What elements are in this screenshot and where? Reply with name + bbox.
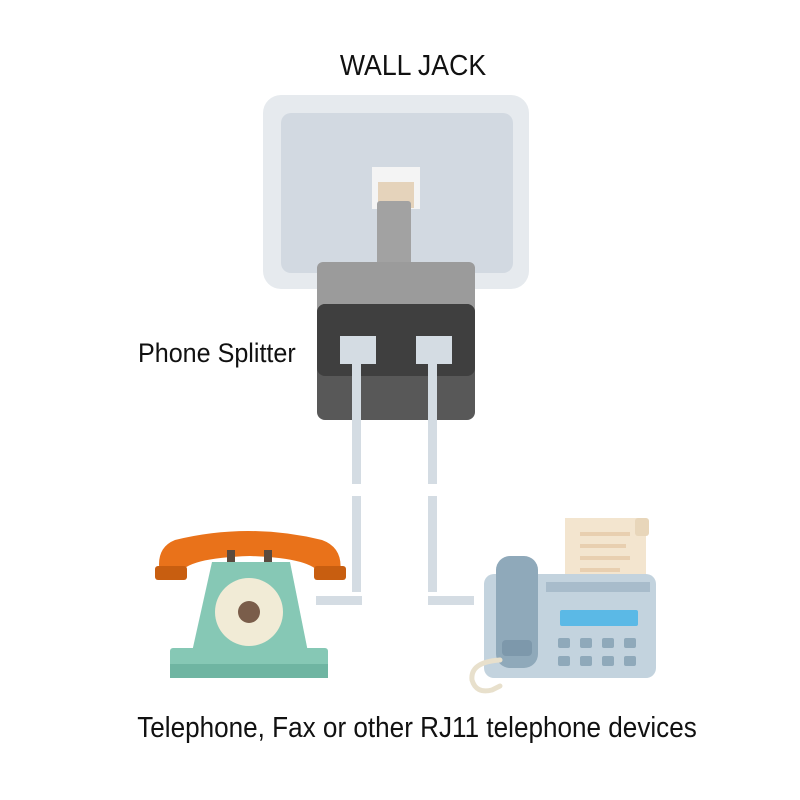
cables — [316, 362, 474, 605]
phone-splitter-label: Phone Splitter — [138, 338, 296, 368]
fax-machine-icon — [469, 518, 656, 694]
devices-caption: Telephone, Fax or other RJ11 telephone d… — [137, 712, 697, 744]
jack-plug — [377, 201, 411, 271]
splitter-port-right — [416, 336, 452, 364]
wall-jack-label: WALL JACK — [339, 50, 487, 82]
telephone-icon — [155, 531, 346, 678]
phone-splitter — [317, 262, 475, 420]
wall-jack — [263, 95, 529, 289]
splitter-port-left — [340, 336, 376, 364]
